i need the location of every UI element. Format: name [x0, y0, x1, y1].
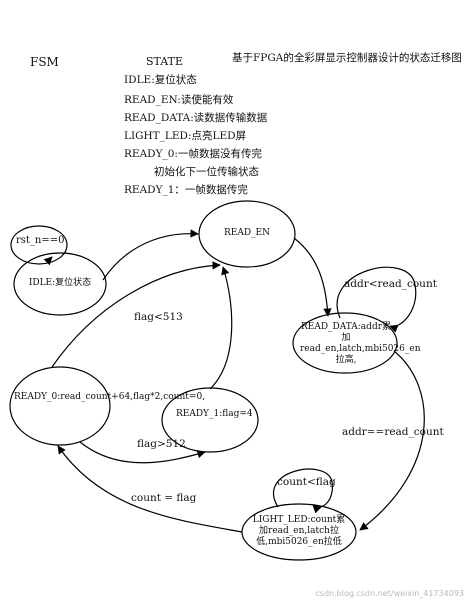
state-read-data-label: READ_DATA:addr累加read_en,latch,mbi5026_en…	[300, 322, 421, 365]
edge-flag-gt-label: flag>512	[137, 438, 186, 450]
legend-ready1: READY_1：一帧数据传完	[124, 184, 248, 196]
edge-flag-lt-label: flag<513	[134, 311, 183, 323]
state-light-led-label: LIGHT_LED:count累加read_en,latch拉低,mbi5026…	[252, 515, 346, 547]
state-ready0-label: READY_0:read_count+64,flag*2,count=0,	[14, 392, 206, 402]
legend-idle: IDLE:复位状态	[124, 74, 197, 86]
self-loop-rst-arrow	[43, 256, 53, 266]
state-idle	[14, 253, 106, 315]
legend-light-led: LIGHT_LED:点亮LED屏	[124, 130, 247, 142]
edge-read-en-to-read-data	[294, 238, 332, 317]
edge-ready0-to-read-en	[52, 261, 221, 367]
state-read-en-label: READ_EN	[223, 228, 270, 238]
state-title: STATE	[146, 55, 183, 68]
edge-read-data-to-light-led	[359, 351, 424, 531]
edge-count-eq-label: count = flag	[131, 492, 197, 504]
edge-ready0-to-ready1	[80, 442, 206, 463]
self-loop-rst-label: rst_n==0	[16, 235, 65, 246]
state-read-en	[199, 201, 295, 267]
state-ready1	[162, 388, 258, 452]
legend-read-data: READ_DATA:读数据传输数据	[124, 112, 268, 124]
legend-read-en: READ_EN:读使能有效	[124, 94, 234, 106]
edge-idle-to-read-en	[103, 229, 199, 280]
state-read-data	[293, 313, 397, 373]
self-loop-rst	[11, 226, 67, 264]
self-loop-addr	[337, 267, 416, 333]
edge-ready1-to-read-en	[210, 266, 232, 389]
self-loop-count	[274, 469, 333, 514]
self-loop-count-label: count<flag	[277, 476, 336, 488]
edge-light-led-to-ready0	[58, 445, 242, 532]
diagram-title: 基于FPGA的全彩屏显示控制器设计的状态迁移图	[232, 52, 462, 64]
state-ready1-label: READY_1:flag=4	[176, 409, 253, 419]
watermark: csdn.blog.csdn.net/weixin_41734093	[315, 589, 464, 598]
edge-addr-eq-label: addr==read_count	[342, 426, 444, 438]
state-ready0	[10, 367, 110, 445]
legend-ready0-note: 初始化下一位传输状态	[154, 166, 259, 178]
legend-ready0: READY_0:一帧数据没有传完	[124, 148, 262, 160]
self-loop-addr-label: addr<read_count	[344, 278, 437, 290]
state-idle-label: IDLE:复位状态	[28, 278, 92, 288]
fsm-title: FSM	[30, 55, 59, 69]
